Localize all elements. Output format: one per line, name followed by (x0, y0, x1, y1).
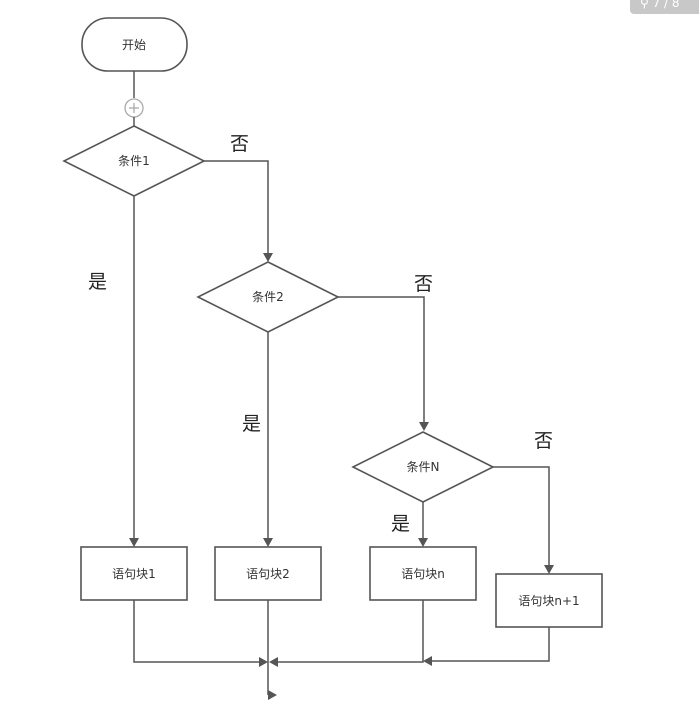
block-2-label: 语句块2 (246, 567, 290, 581)
condition-2-label: 条件2 (252, 290, 284, 304)
block-1-node[interactable]: 语句块1 (80, 546, 188, 601)
edge-blockn-merge (276, 600, 424, 663)
arrow-head (259, 657, 268, 667)
zoom-text: ⚲ 7 / 8 (640, 0, 680, 10)
label-yes-1: 是 (88, 271, 107, 293)
add-step-button[interactable] (124, 98, 144, 118)
condition-n-label: 条件N (407, 460, 440, 474)
edge-block1-merge (133, 600, 261, 663)
arrow-head (418, 538, 428, 547)
edge-condn-no (493, 466, 550, 568)
start-node-label: 开始 (122, 38, 146, 52)
block-2-node[interactable]: 语句块2 (214, 546, 322, 601)
label-yes-n: 是 (391, 513, 410, 535)
arrow-head (263, 538, 273, 547)
label-no-2: 否 (414, 273, 433, 295)
edge-cond2-no (338, 296, 425, 425)
label-yes-2: 是 (242, 413, 261, 435)
edge-blockn1-merge (430, 627, 550, 662)
label-no-1: 否 (230, 133, 249, 155)
label-no-n: 否 (534, 430, 553, 452)
arrow-head (419, 422, 429, 431)
arrow-head (269, 657, 278, 667)
block-n-plus-1-label: 语句块n+1 (518, 594, 579, 608)
arrow-head (423, 656, 432, 666)
arrow-head (268, 690, 277, 700)
block-n-node[interactable]: 语句块n (369, 546, 477, 601)
block-n-label: 语句块n (401, 567, 445, 581)
start-node[interactable]: 开始 (81, 17, 188, 72)
condition-n-node[interactable]: 条件N (351, 431, 495, 503)
edge-cond1-no (204, 160, 269, 256)
zoom-widget[interactable]: ⚲ 7 / 8 (630, 0, 699, 14)
condition-1-label: 条件1 (118, 154, 150, 168)
arrow-head (129, 538, 139, 547)
block-n-plus-1-node[interactable]: 语句块n+1 (495, 573, 603, 628)
arrow-head (263, 253, 273, 262)
condition-1-node[interactable]: 条件1 (62, 125, 206, 197)
condition-2-node[interactable]: 条件2 (196, 261, 340, 333)
arrow-head (544, 565, 554, 574)
block-1-label: 语句块1 (112, 567, 156, 581)
